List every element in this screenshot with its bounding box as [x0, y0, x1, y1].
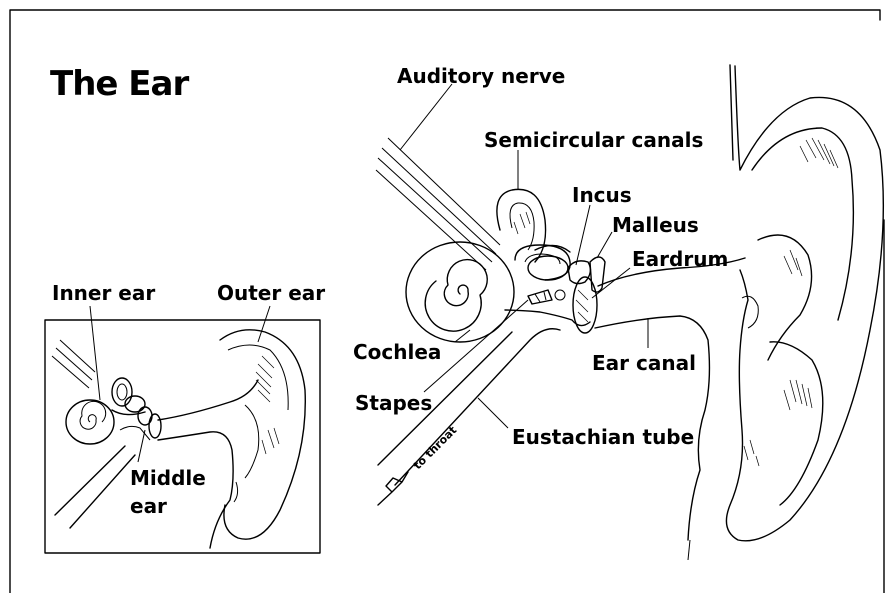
inset-diagram: Inner ear Outer ear Middle ear [45, 281, 325, 553]
label-stapes: Stapes [355, 391, 432, 415]
inset-cochlea-drawing [66, 400, 114, 444]
inset-canal-top [158, 380, 258, 420]
page-title: The Ear [50, 64, 189, 104]
inset-middle-ear-leader [138, 430, 145, 462]
malleus-leader [597, 232, 612, 258]
label-to-throat: to throat [411, 424, 459, 472]
label-inner-ear: Inner ear [52, 281, 155, 305]
label-middle-ear-line1: Middle [130, 466, 206, 490]
auditory-nerve-leader [400, 84, 452, 150]
inset-outer-ear-drawing [220, 330, 305, 539]
eustachian-tube-leader [478, 398, 508, 428]
label-eustachian-tube: Eustachian tube [512, 425, 694, 449]
semicircular-canals-drawing [497, 189, 570, 280]
label-malleus: Malleus [612, 213, 699, 237]
label-middle-ear-line2: ear [130, 494, 167, 518]
label-incus: Incus [572, 183, 632, 207]
main-diagram: Auditory nerve Semicircular canals Incus… [353, 64, 883, 560]
label-semicircular-canals: Semicircular canals [484, 128, 703, 152]
inset-outer-ear-leader [258, 306, 270, 342]
middle-ear-cavity [505, 310, 590, 326]
label-eardrum: Eardrum [632, 247, 728, 271]
to-throat-arrow [378, 472, 408, 505]
label-outer-ear: Outer ear [217, 281, 325, 305]
incus-leader [576, 205, 590, 265]
outer-ear-drawing [688, 66, 883, 560]
auditory-nerve-drawing [376, 138, 500, 270]
label-auditory-nerve: Auditory nerve [397, 64, 565, 88]
label-cochlea: Cochlea [353, 340, 441, 364]
cochlea-leader [455, 330, 470, 342]
inset-eustachian-drawing [55, 446, 135, 528]
eardrum-leader [592, 268, 630, 298]
inset-nerve-drawing [52, 340, 95, 388]
head-outline [730, 65, 733, 160]
inset-ossicles-drawing [120, 407, 161, 440]
label-ear-canal: Ear canal [592, 351, 696, 375]
